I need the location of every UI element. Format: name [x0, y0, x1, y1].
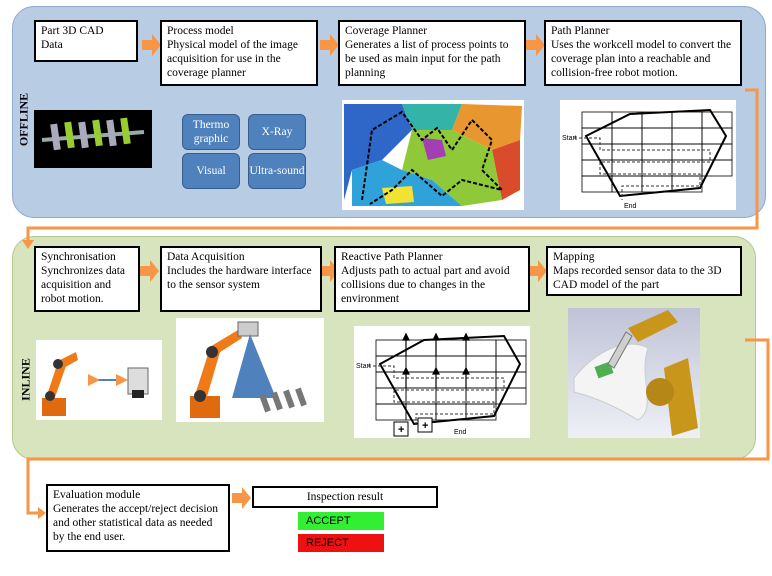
reactive-start-label: Start	[356, 363, 371, 370]
synchronisation-title: Synchronisation	[41, 251, 116, 263]
path-planner-box: Path Planner Uses the workcell model to …	[544, 20, 742, 86]
path-planner-title: Path Planner	[551, 25, 610, 37]
cad-data-box: Part 3D CAD Data	[34, 20, 138, 62]
synchronisation-box: Synchronisation Synchronizes data acquis…	[34, 246, 140, 312]
synchronisation-desc: Synchronizes data acquisition and robot …	[41, 265, 125, 305]
path-plan-end-label: End	[624, 203, 637, 210]
modality-visual: Visual	[182, 153, 240, 189]
modality-ultrasound: Ultra-sound	[248, 153, 306, 189]
coverage-planner-desc: Generates a list of process points to be…	[345, 39, 509, 79]
mapping-title: Mapping	[553, 251, 595, 263]
coverage-map-image	[342, 100, 524, 210]
reactive-end-label: End	[454, 429, 467, 436]
evaluation-title: Evaluation module	[53, 489, 141, 501]
robot-camera-image	[176, 318, 324, 422]
inspection-result-label: Inspection result	[306, 491, 384, 503]
robot-base-icon	[42, 398, 66, 416]
reactive-path-planner-title: Reactive Path Planner	[341, 251, 443, 263]
mapping-box: Mapping Maps recorded sensor data to the…	[546, 246, 742, 296]
data-acquisition-desc: Includes the hardware interface to the s…	[167, 265, 312, 291]
plus-marker-1: +	[398, 424, 404, 436]
reject-badge: REJECT	[298, 534, 384, 552]
path-plan-start-label: Start	[562, 135, 577, 142]
evaluation-module-box: Evaluation module Generates the accept/r…	[46, 484, 230, 552]
accept-badge: ACCEPT	[298, 512, 384, 530]
mapping-3d-image	[568, 308, 700, 438]
cad-title: Part 3D CAD	[41, 25, 104, 37]
path-planner-desc: Uses the workcell model to convert the c…	[551, 39, 732, 79]
path-plan-image: Start End	[560, 100, 736, 210]
reactive-path-plan-image: + + Start End	[354, 326, 530, 438]
crankshaft-cad-image	[34, 110, 152, 168]
process-model-desc: Physical model of the image acquisition …	[167, 39, 298, 79]
reactive-path-planner-box: Reactive Path Planner Adjusts path to ac…	[334, 246, 530, 312]
data-acquisition-title: Data Acquisition	[167, 251, 245, 263]
modality-thermographic: Thermo graphic	[182, 114, 240, 150]
robot-sensor-image	[36, 340, 162, 420]
coverage-planner-title: Coverage Planner	[345, 25, 428, 37]
cad-desc: Data	[41, 39, 63, 51]
data-acquisition-box: Data Acquisition Includes the hardware i…	[160, 246, 322, 312]
plus-marker-2: +	[422, 420, 428, 432]
evaluation-desc: Generates the accept/reject decision and…	[53, 503, 219, 543]
process-model-box: Process model Physical model of the imag…	[160, 20, 318, 86]
modality-xray: X-Ray	[248, 114, 306, 150]
process-model-title: Process model	[167, 25, 234, 37]
inspection-result-box: Inspection result	[252, 486, 438, 508]
reactive-path-planner-desc: Adjusts path to actual part and avoid co…	[341, 265, 510, 305]
mapping-desc: Maps recorded sensor data to the 3D CAD …	[553, 265, 722, 291]
coverage-planner-box: Coverage Planner Generates a list of pro…	[338, 20, 526, 86]
